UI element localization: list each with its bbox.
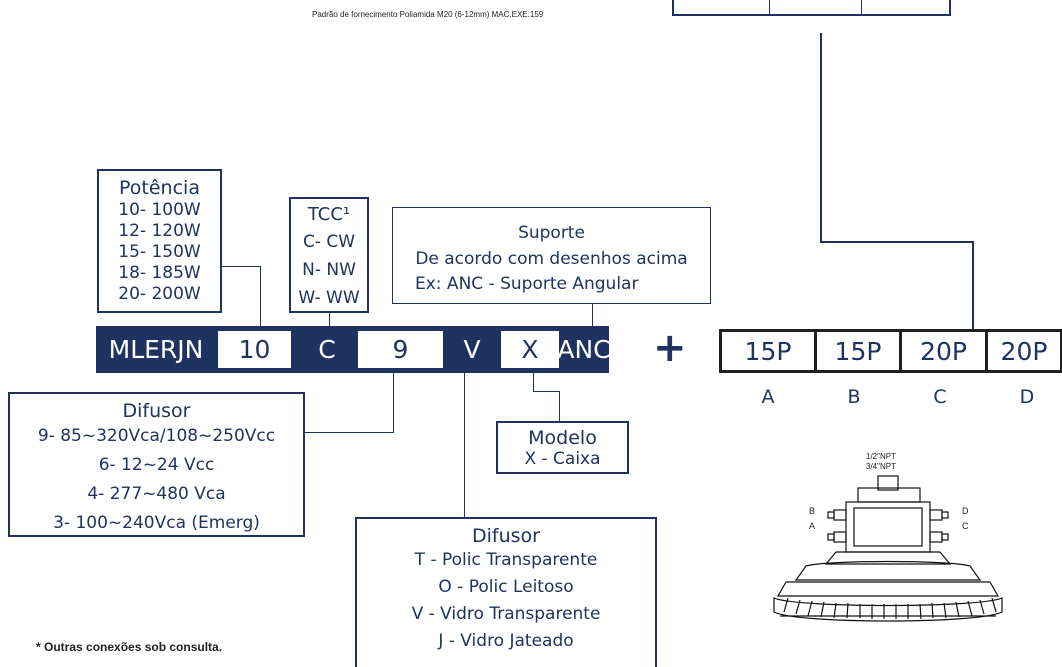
code-prefix: MLERJN bbox=[108, 335, 204, 364]
tensao-connector-h bbox=[305, 432, 394, 433]
top-table-fragment bbox=[672, 0, 951, 16]
suporte-connector bbox=[592, 304, 593, 327]
code-potencia: 10 bbox=[218, 331, 291, 368]
tcc-item: W- WW bbox=[298, 288, 360, 308]
modelo-connector-h bbox=[533, 391, 560, 392]
potencia-connector-h bbox=[222, 266, 261, 267]
tensao-item: 4- 277~480 Vca bbox=[87, 484, 226, 504]
modelo-connector-v2 bbox=[559, 391, 560, 421]
code-difusor: V bbox=[463, 335, 481, 364]
port-b-code: 15P bbox=[814, 329, 902, 373]
difusor-title: Difusor bbox=[472, 525, 540, 547]
difusor-item: O - Polic Leitoso bbox=[438, 577, 574, 597]
code-tcc: C bbox=[318, 335, 336, 364]
port-label-c: C bbox=[962, 521, 969, 531]
difusor-item: T - Polic Transparente bbox=[414, 550, 598, 570]
port-label-a: A bbox=[809, 521, 816, 531]
modelo-item: X - Caixa bbox=[524, 449, 601, 469]
tcc-item: N- NW bbox=[302, 260, 356, 280]
code-tensao: 9 bbox=[358, 331, 443, 368]
connector-top-v2 bbox=[972, 241, 974, 329]
footnote: * Outras conexões sob consulta. bbox=[36, 640, 223, 654]
suporte-line2: Ex: ANC - Suporte Angular bbox=[415, 274, 639, 294]
port-c-letter: C bbox=[933, 386, 947, 408]
luminaire-drawing: 1/2"NPT 3/4"NPT B A D C bbox=[766, 448, 1058, 638]
suporte-box: Suporte De acordo com desenhos acima Ex:… bbox=[392, 207, 711, 304]
potencia-item: 15- 150W bbox=[118, 242, 201, 262]
npt-label-2: 3/4"NPT bbox=[866, 462, 896, 471]
tensao-box: Difusor 9- 85~320Vca/108~250Vcc 6- 12~24… bbox=[8, 392, 305, 537]
connector-top bbox=[820, 33, 822, 242]
tensao-item: 9- 85~320Vca/108~250Vcc bbox=[37, 426, 276, 446]
potencia-title: Potência bbox=[119, 177, 200, 199]
code-suporte: ANC bbox=[557, 335, 611, 364]
modelo-box: Modelo X - Caixa bbox=[496, 421, 629, 474]
tensao-connector-v bbox=[393, 373, 394, 433]
header-note: Padrão de fornecimento Poliamida M20 (6-… bbox=[312, 10, 544, 19]
potencia-item: 12- 120W bbox=[118, 221, 201, 241]
port-d-code: 20P bbox=[985, 329, 1062, 373]
code-modelo: X bbox=[501, 331, 559, 368]
suporte-line1: De acordo com desenhos acima bbox=[415, 249, 688, 269]
difusor-item: V - Vidro Transparente bbox=[411, 604, 601, 624]
tensao-title: Difusor bbox=[122, 400, 191, 422]
tcc-item: C- CW bbox=[302, 232, 356, 252]
potencia-connector-v bbox=[260, 266, 261, 328]
potencia-item: 18- 185W bbox=[118, 263, 201, 283]
npt-label-1: 1/2"NPT bbox=[866, 452, 896, 461]
difusor-item: J - Vidro Jateado bbox=[438, 631, 574, 651]
port-b-letter: B bbox=[847, 386, 861, 408]
potencia-box: Potência 10- 100W 12- 120W 15- 150W 18- … bbox=[97, 169, 222, 313]
tcc-title: TCC¹ bbox=[307, 204, 351, 225]
connector-top-h bbox=[820, 241, 974, 243]
tensao-item: 3- 100~240Vca (Emerg) bbox=[53, 513, 260, 533]
luminaire-svg bbox=[773, 475, 1003, 622]
tensao-item: 6- 12~24 Vcc bbox=[98, 455, 215, 475]
port-a-code: 15P bbox=[719, 329, 817, 373]
potencia-item: 20- 200W bbox=[118, 284, 201, 304]
product-code-bar: MLERJN 10 C 9 V X ANC bbox=[96, 326, 611, 373]
modelo-connector-v1 bbox=[533, 373, 534, 392]
plus-sign: + bbox=[653, 325, 687, 371]
potencia-item: 10- 100W bbox=[118, 200, 201, 220]
port-label-d: D bbox=[962, 506, 969, 516]
port-d-letter: D bbox=[1019, 386, 1035, 408]
port-c-code: 20P bbox=[899, 329, 988, 373]
modelo-title: Modelo bbox=[528, 427, 597, 449]
suporte-title: Suporte bbox=[518, 223, 585, 243]
tcc-connector bbox=[329, 313, 330, 327]
port-a-letter: A bbox=[761, 386, 775, 408]
port-label-b: B bbox=[809, 506, 816, 516]
tcc-box: TCC¹ C- CW N- NW W- WW bbox=[289, 197, 369, 313]
difusor-box: Difusor T - Polic Transparente O - Polic… bbox=[355, 517, 657, 667]
difusor-connector bbox=[464, 373, 465, 517]
